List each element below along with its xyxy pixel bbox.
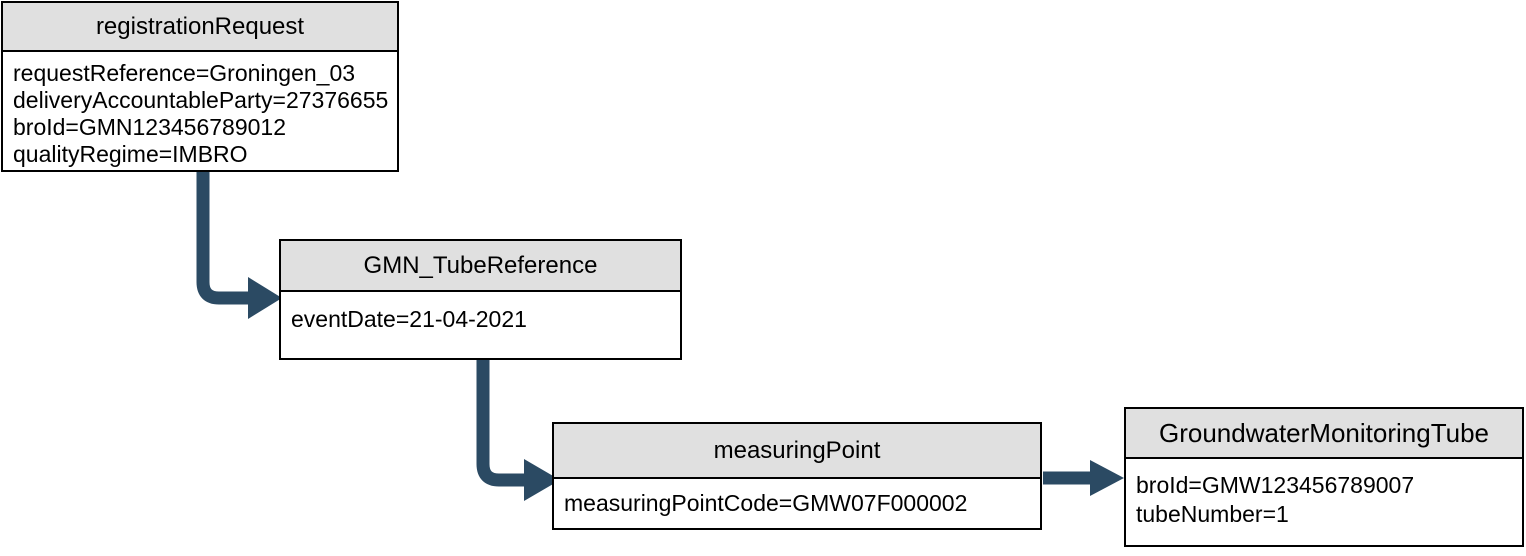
node-title: measuringPoint (554, 424, 1040, 479)
node-attribute: broId=GMW123456789007 (1136, 472, 1415, 498)
arrow-registrationRequest-to-GMN_TubeReference (196, 172, 249, 305)
node-attributes: eventDate=21-04-2021 (281, 292, 680, 341)
node-attribute: tubeNumber=1 (1136, 501, 1289, 527)
node-attribute: requestReference=Groningen_03 (13, 60, 356, 86)
arrow-GMN_TubeReference-to-measuringPoint (476, 360, 525, 487)
node-gmn-tube-reference: GMN_TubeReference eventDate=21-04-2021 (279, 239, 682, 360)
node-title: registrationRequest (3, 3, 397, 52)
node-registration-request: registrationRequest requestReference=Gro… (1, 1, 399, 172)
node-groundwater-monitoring-tube: GroundwaterMonitoringTube broId=GMW12345… (1124, 407, 1524, 547)
node-attributes: measuringPointCode=GMW07F000002 (554, 479, 1040, 525)
node-attribute: eventDate=21-04-2021 (291, 306, 527, 332)
node-attribute: measuringPointCode=GMW07F000002 (564, 490, 968, 516)
node-attribute: qualityRegime=IMBRO (13, 141, 248, 167)
node-measuring-point: measuringPoint measuringPointCode=GMW07F… (552, 422, 1042, 530)
node-attribute: deliveryAccountableParty=27376655 (13, 87, 389, 113)
node-attributes: requestReference=Groningen_03 deliveryAc… (3, 52, 397, 176)
node-attributes: broId=GMW123456789007 tubeNumber=1 (1126, 459, 1522, 537)
arrowhead-icon (1090, 460, 1124, 496)
node-attribute: broId=GMN123456789012 (13, 114, 287, 140)
arrowhead-icon (248, 277, 282, 319)
node-title: GroundwaterMonitoringTube (1126, 409, 1522, 459)
node-title: GMN_TubeReference (281, 241, 680, 292)
